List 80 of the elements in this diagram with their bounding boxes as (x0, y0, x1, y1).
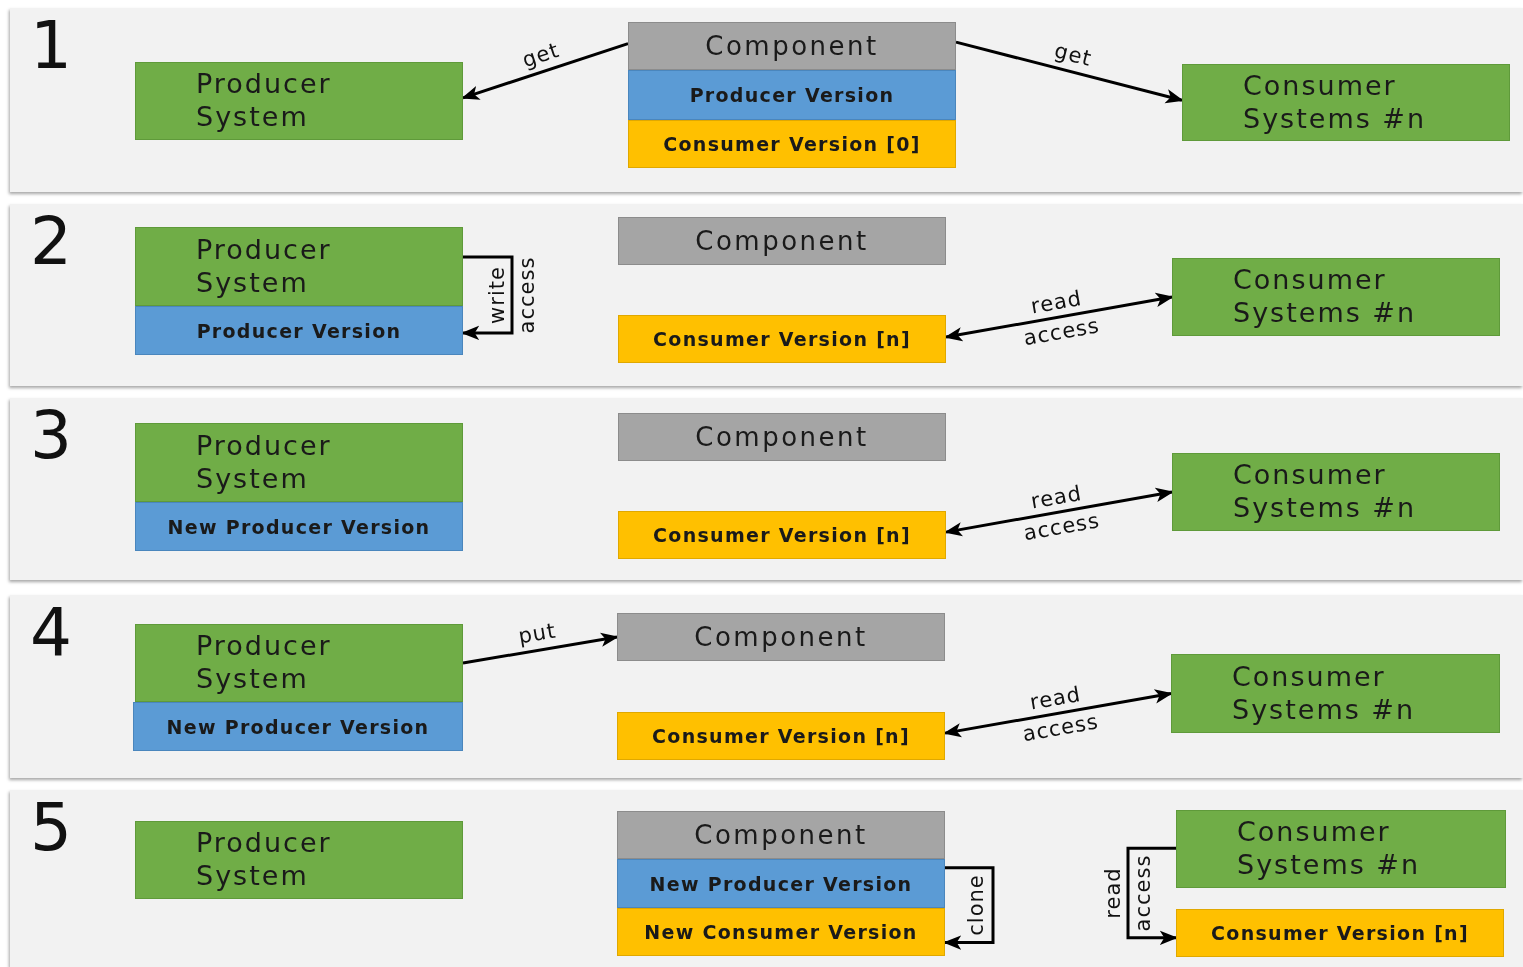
consumer-version-bar (628, 120, 956, 168)
version-label: New Producer Version (167, 515, 431, 538)
producer-version-bar (617, 859, 945, 908)
system-box (135, 62, 463, 140)
consumer-version-bar (618, 315, 946, 363)
system-label: Producer System (196, 68, 333, 134)
system-label: Consumer Systems #n (1237, 816, 1422, 882)
version-label: Producer Version (689, 84, 895, 106)
system-label: Producer System (196, 630, 333, 696)
step-number: 5 (30, 790, 72, 866)
producer-version-bar (628, 70, 956, 120)
edge-label: read access (1020, 284, 1103, 353)
component-label: Component (694, 820, 868, 850)
arrow (944, 487, 1174, 537)
system-box (135, 821, 463, 899)
edge-label: get (1052, 38, 1095, 72)
producer-version-bar (135, 502, 463, 551)
step-number: 2 (30, 204, 72, 280)
consumer-version-bar (618, 511, 946, 559)
system-box (1171, 654, 1500, 733)
component-header (617, 613, 945, 661)
edge-label: write access (484, 256, 540, 334)
version-label: Consumer Version [n] (653, 328, 911, 350)
step-panel (10, 204, 1523, 386)
component-header (617, 811, 945, 859)
edge-label: put (516, 618, 558, 649)
system-label: Producer System (196, 429, 333, 496)
step-number: 1 (30, 8, 72, 84)
producer-version-bar (135, 306, 463, 355)
edge-label: read access (1020, 480, 1103, 548)
system-label: Consumer Systems #n (1233, 459, 1418, 525)
consumer-version-bar (617, 908, 945, 956)
component-label: Component (705, 31, 879, 61)
edge-label: get (518, 37, 562, 73)
system-label: Producer System (196, 827, 333, 893)
bracket-arrow (461, 255, 514, 341)
consumer-version-bar (617, 712, 945, 760)
step-number: 3 (30, 398, 72, 474)
component-label: Component (694, 622, 868, 652)
version-label: New Producer Version (649, 872, 913, 895)
version-label: Consumer Version [0] (663, 133, 921, 155)
consumer-version-bar (1176, 909, 1504, 957)
producer-version-bar (133, 702, 463, 751)
arrow (943, 689, 1173, 738)
edge-label: read access (1100, 854, 1156, 932)
component-header (618, 413, 946, 461)
version-label: Consumer Version [n] (653, 524, 911, 546)
arrow (461, 42, 629, 100)
step-panel (10, 790, 1523, 967)
version-label: Consumer Version [n] (652, 725, 910, 747)
system-label: Consumer Systems #n (1243, 69, 1428, 136)
system-box (135, 624, 463, 702)
component-label: Component (695, 422, 869, 452)
component-header (618, 217, 946, 265)
system-box (135, 423, 463, 502)
system-box (1172, 258, 1500, 336)
version-label: New Producer Version (166, 715, 430, 738)
arrow (955, 40, 1184, 104)
arrow (462, 632, 619, 665)
step-number: 4 (30, 595, 72, 671)
component-header (628, 22, 956, 70)
edge-label: read access (1019, 681, 1101, 749)
system-box (135, 227, 463, 306)
bracket-arrow (1126, 846, 1178, 945)
component-label: Component (695, 226, 869, 256)
system-label: Consumer Systems #n (1233, 264, 1418, 330)
step-panel (10, 595, 1523, 778)
version-label: Producer Version (196, 319, 402, 342)
version-label: Consumer Version [n] (1211, 922, 1469, 944)
system-box (1182, 64, 1510, 141)
bracket-arrow (943, 866, 995, 950)
step-panel (10, 398, 1523, 580)
arrow (944, 292, 1174, 342)
system-label: Producer System (196, 233, 333, 300)
system-box (1172, 453, 1500, 531)
system-label: Consumer Systems #n (1232, 660, 1417, 727)
system-box (1176, 810, 1506, 888)
version-label: New Consumer Version (644, 921, 918, 943)
edge-label: clone (964, 874, 989, 936)
step-panel (10, 8, 1523, 192)
